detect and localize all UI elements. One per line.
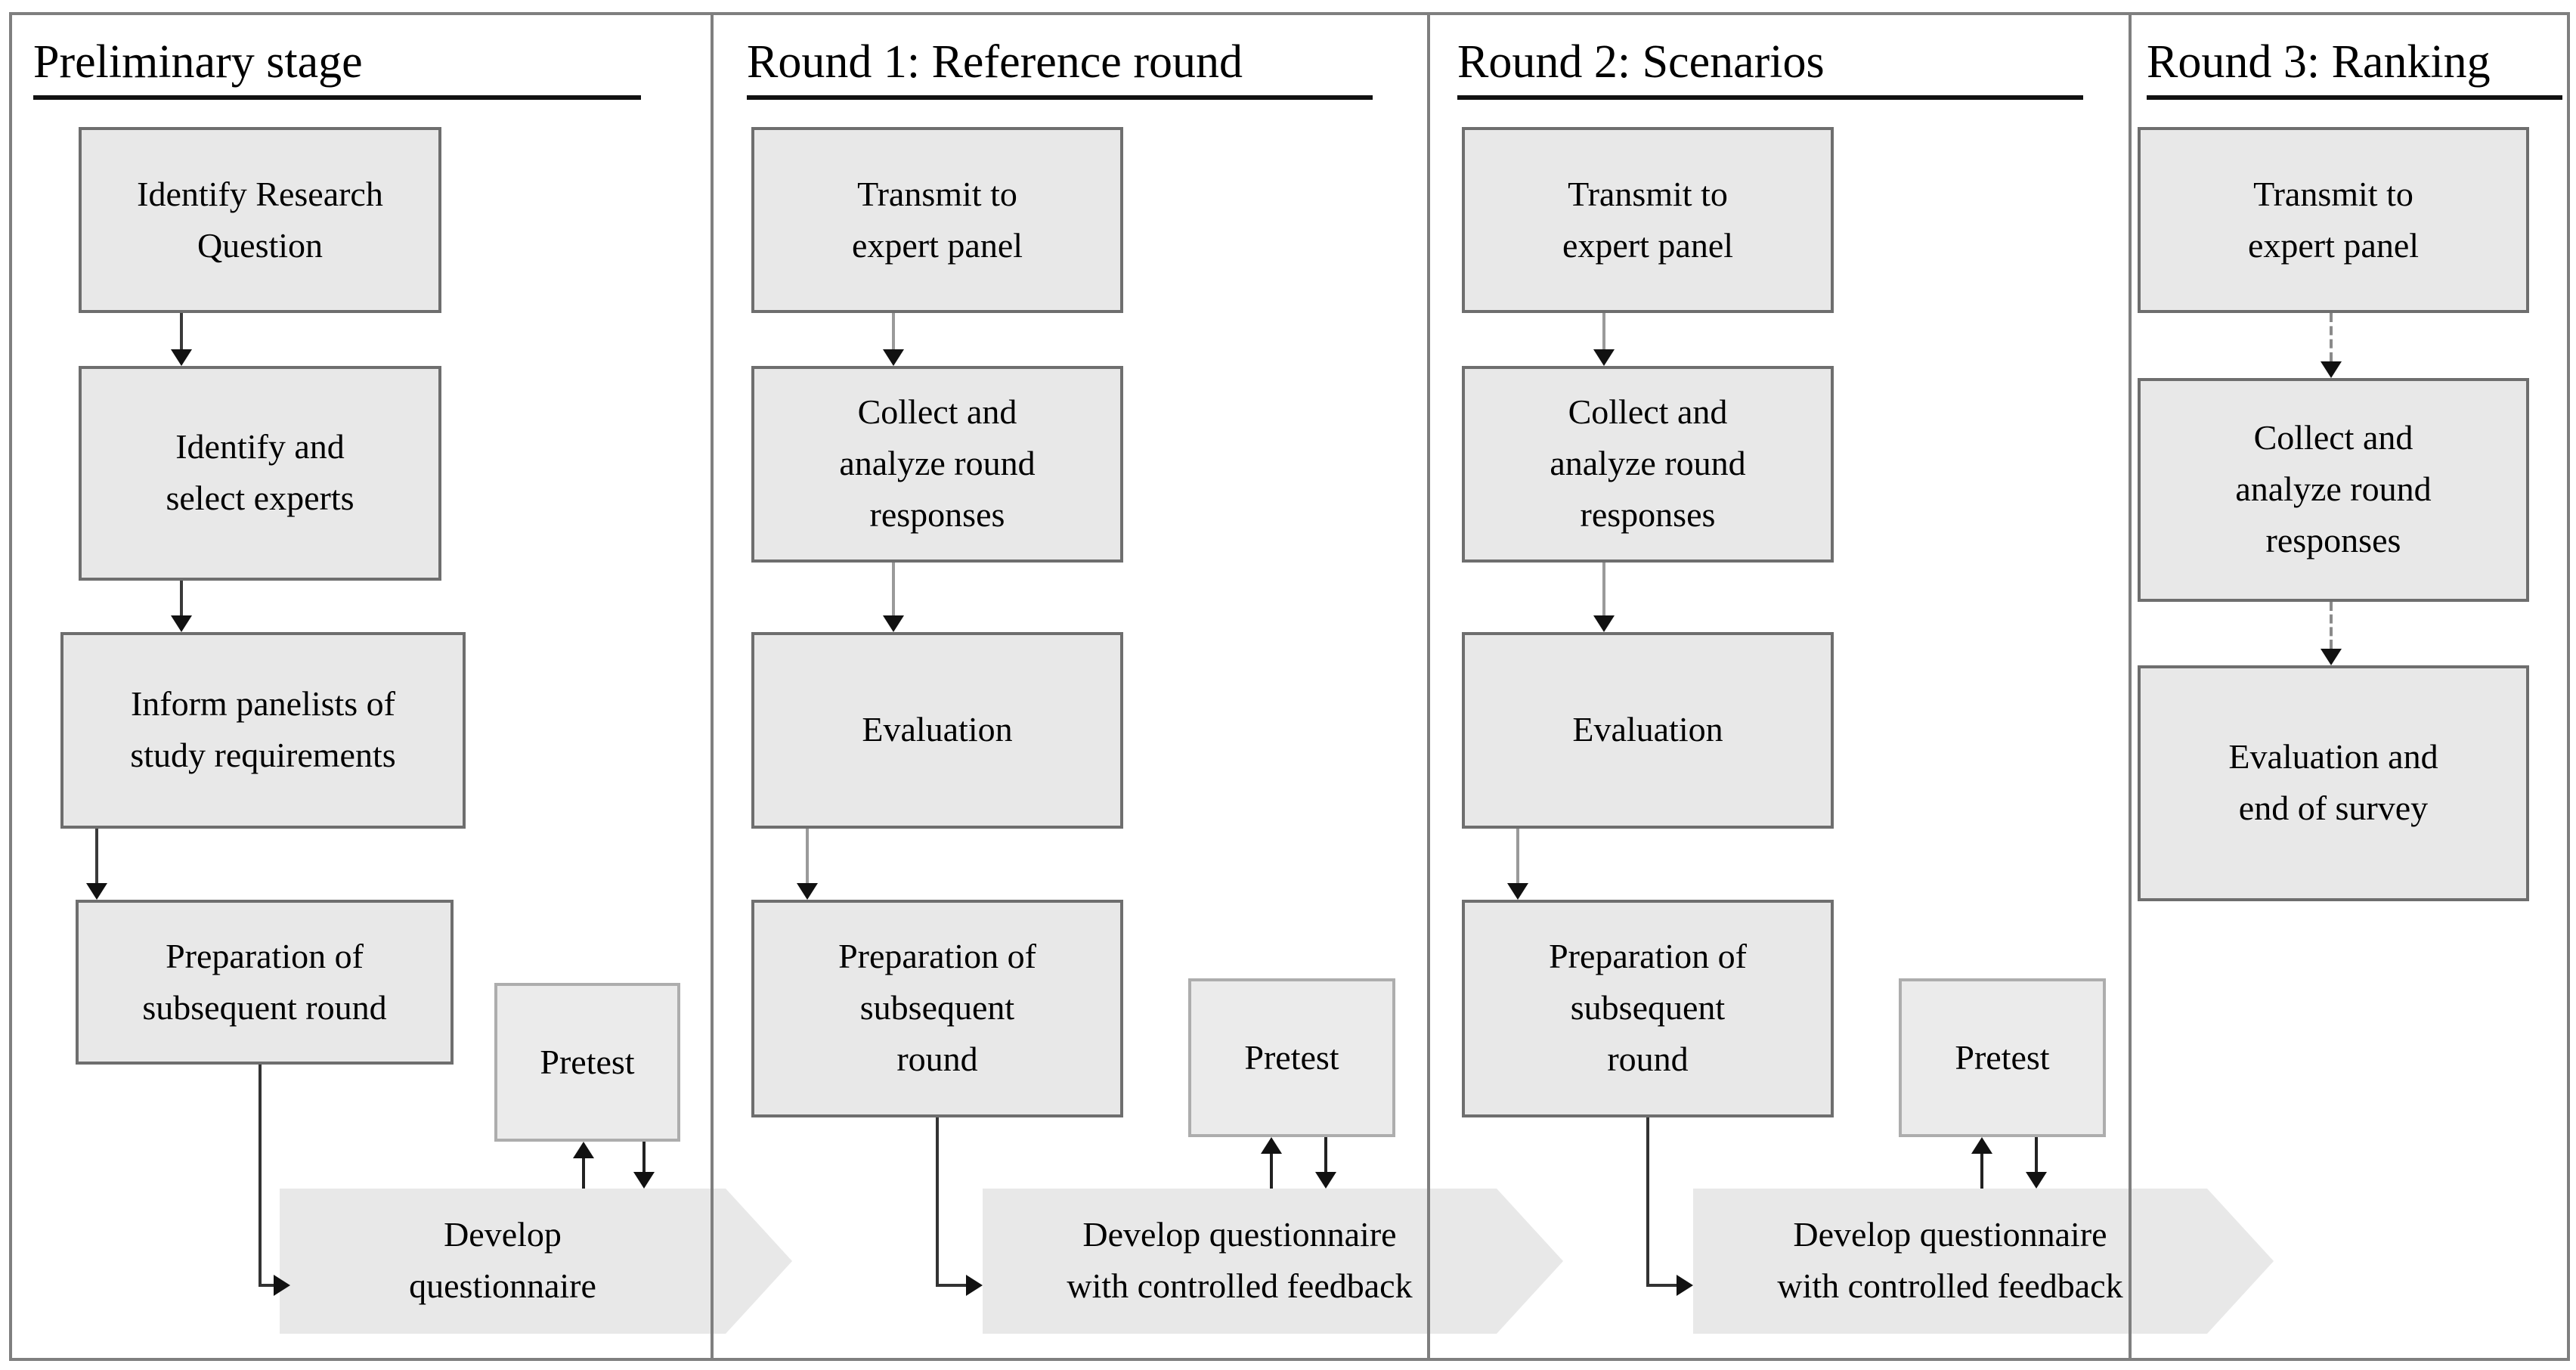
flow-arrowhead	[171, 615, 192, 632]
elbow-connector-vertical	[936, 1117, 939, 1287]
process-box-collect-analyze: Collect and analyze round responses	[1462, 366, 1834, 563]
flow-arrowhead	[797, 883, 818, 900]
develop-questionnaire-chevron: Develop questionnaire with controlled fe…	[1693, 1189, 2274, 1334]
column-divider-3	[2129, 12, 2132, 1361]
pretest-up-arrow-shaft	[582, 1158, 585, 1189]
column-divider-1	[711, 12, 714, 1361]
flow-arrow-shaft	[806, 829, 809, 883]
process-box-transmit-panel: Transmit to expert panel	[1462, 127, 1834, 313]
pretest-up-arrow-shaft	[1980, 1154, 1983, 1189]
flow-arrow-shaft	[1516, 829, 1519, 883]
flow-arrowhead	[1593, 615, 1615, 632]
elbow-connector-horizontal	[936, 1284, 966, 1287]
process-box-inform-panelists: Inform panelists of study requirements	[60, 632, 466, 829]
dashed-flow-arrow-shaft	[2330, 313, 2333, 361]
elbow-arrowhead	[274, 1275, 290, 1296]
process-box-evaluation: Evaluation	[1462, 632, 1834, 829]
pretest-down-arrowhead	[2026, 1172, 2047, 1189]
flow-arrow-shaft	[1602, 313, 1605, 349]
flow-arrow-shaft	[892, 313, 895, 349]
flow-arrowhead	[2321, 649, 2342, 665]
pretest-box: Pretest	[1899, 978, 2106, 1137]
process-box-preparation-round: Preparation of subsequent round	[1462, 900, 1834, 1117]
process-box-collect-analyze: Collect and analyze round responses	[751, 366, 1123, 563]
process-box-preparation-round: Preparation of subsequent round	[76, 900, 454, 1065]
elbow-connector-horizontal	[1646, 1284, 1677, 1287]
process-box-identify-select-experts: Identify and select experts	[79, 366, 441, 581]
pretest-down-arrow-shaft	[1324, 1137, 1327, 1172]
process-box-collect-analyze: Collect and analyze round responses	[2138, 378, 2529, 602]
elbow-arrowhead	[966, 1275, 983, 1296]
flow-arrow-shaft	[892, 563, 895, 615]
dashed-flow-arrow-shaft	[2330, 602, 2333, 649]
column-header-round2: Round 2: Scenarios	[1457, 33, 2083, 100]
pretest-box: Pretest	[494, 983, 680, 1142]
pretest-box: Pretest	[1188, 978, 1395, 1137]
flow-arrow-shaft	[180, 313, 183, 349]
process-box-identify-research-question: Identify Research Question	[79, 127, 441, 313]
flow-arrowhead	[1507, 883, 1528, 900]
flow-arrowhead	[883, 615, 904, 632]
pretest-down-arrowhead	[1315, 1172, 1336, 1189]
flow-arrowhead	[883, 349, 904, 366]
elbow-connector-horizontal	[259, 1284, 274, 1287]
pretest-down-arrowhead	[633, 1172, 655, 1189]
column-header-round1: Round 1: Reference round	[747, 33, 1373, 100]
flow-arrowhead	[1593, 349, 1615, 366]
develop-questionnaire-chevron: Develop questionnaire with controlled fe…	[983, 1189, 1563, 1334]
elbow-arrowhead	[1677, 1275, 1693, 1296]
column-divider-2	[1427, 12, 1430, 1361]
flow-arrow-shaft	[180, 581, 183, 615]
elbow-connector-vertical	[1646, 1117, 1649, 1287]
pretest-down-arrow-shaft	[2035, 1137, 2038, 1172]
process-box-transmit-panel: Transmit to expert panel	[751, 127, 1123, 313]
column-header-round3: Round 3: Ranking	[2147, 33, 2562, 100]
pretest-up-arrow-shaft	[1270, 1154, 1273, 1189]
pretest-down-arrow-shaft	[642, 1142, 646, 1172]
pretest-up-arrowhead	[573, 1142, 594, 1158]
process-box-preparation-round: Preparation of subsequent round	[751, 900, 1123, 1117]
flow-arrowhead	[2321, 361, 2342, 378]
elbow-connector-vertical	[259, 1065, 262, 1287]
pretest-up-arrowhead	[1971, 1137, 1992, 1154]
flow-arrowhead	[171, 349, 192, 366]
process-box-evaluation-end: Evaluation and end of survey	[2138, 665, 2529, 901]
flow-arrowhead	[86, 883, 107, 900]
flow-arrow-shaft	[1602, 563, 1605, 615]
develop-questionnaire-chevron: Develop questionnaire	[280, 1189, 792, 1334]
process-box-transmit-panel: Transmit to expert panel	[2138, 127, 2529, 313]
process-box-evaluation: Evaluation	[751, 632, 1123, 829]
column-header-preliminary: Preliminary stage	[33, 33, 641, 100]
flow-arrow-shaft	[95, 829, 98, 883]
pretest-up-arrowhead	[1261, 1137, 1282, 1154]
